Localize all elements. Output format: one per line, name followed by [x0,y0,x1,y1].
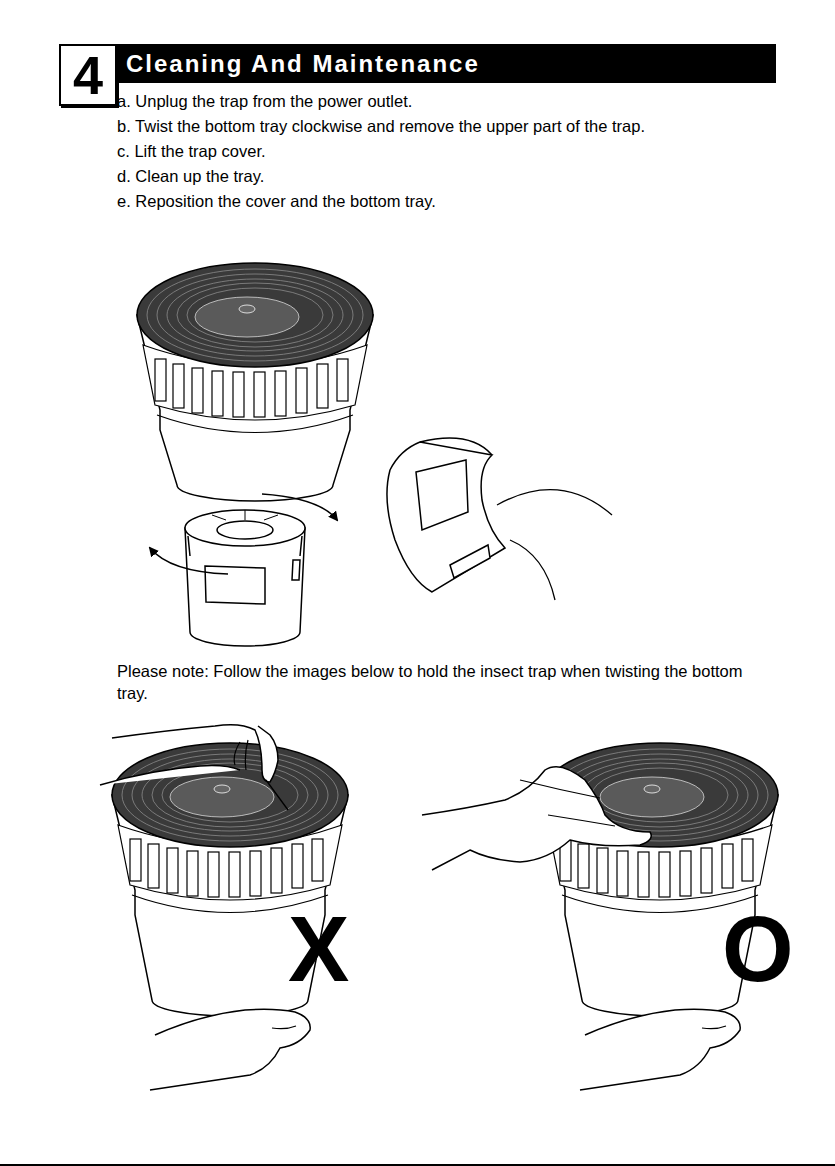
note-text: Please note: Follow the images below to … [117,660,757,704]
step-text: d. Clean up the tray. [117,167,264,187]
title-text: Cleaning And Maintenance [117,44,776,83]
wrong-mark: X [288,903,349,995]
step-text: a. Unplug the trap from the power outlet… [117,92,412,112]
step-text: c. Lift the trap cover. [117,142,266,162]
step-text: e. Reposition the cover and the bottom t… [117,192,436,212]
step-text: b. Twist the bottom tray clockwise and r… [117,117,645,137]
correct-mark: O [722,903,794,995]
title-band: Cleaning And Maintenance [117,44,776,83]
section-number: 4 [61,48,115,102]
section-number-box: 4 [59,44,117,106]
